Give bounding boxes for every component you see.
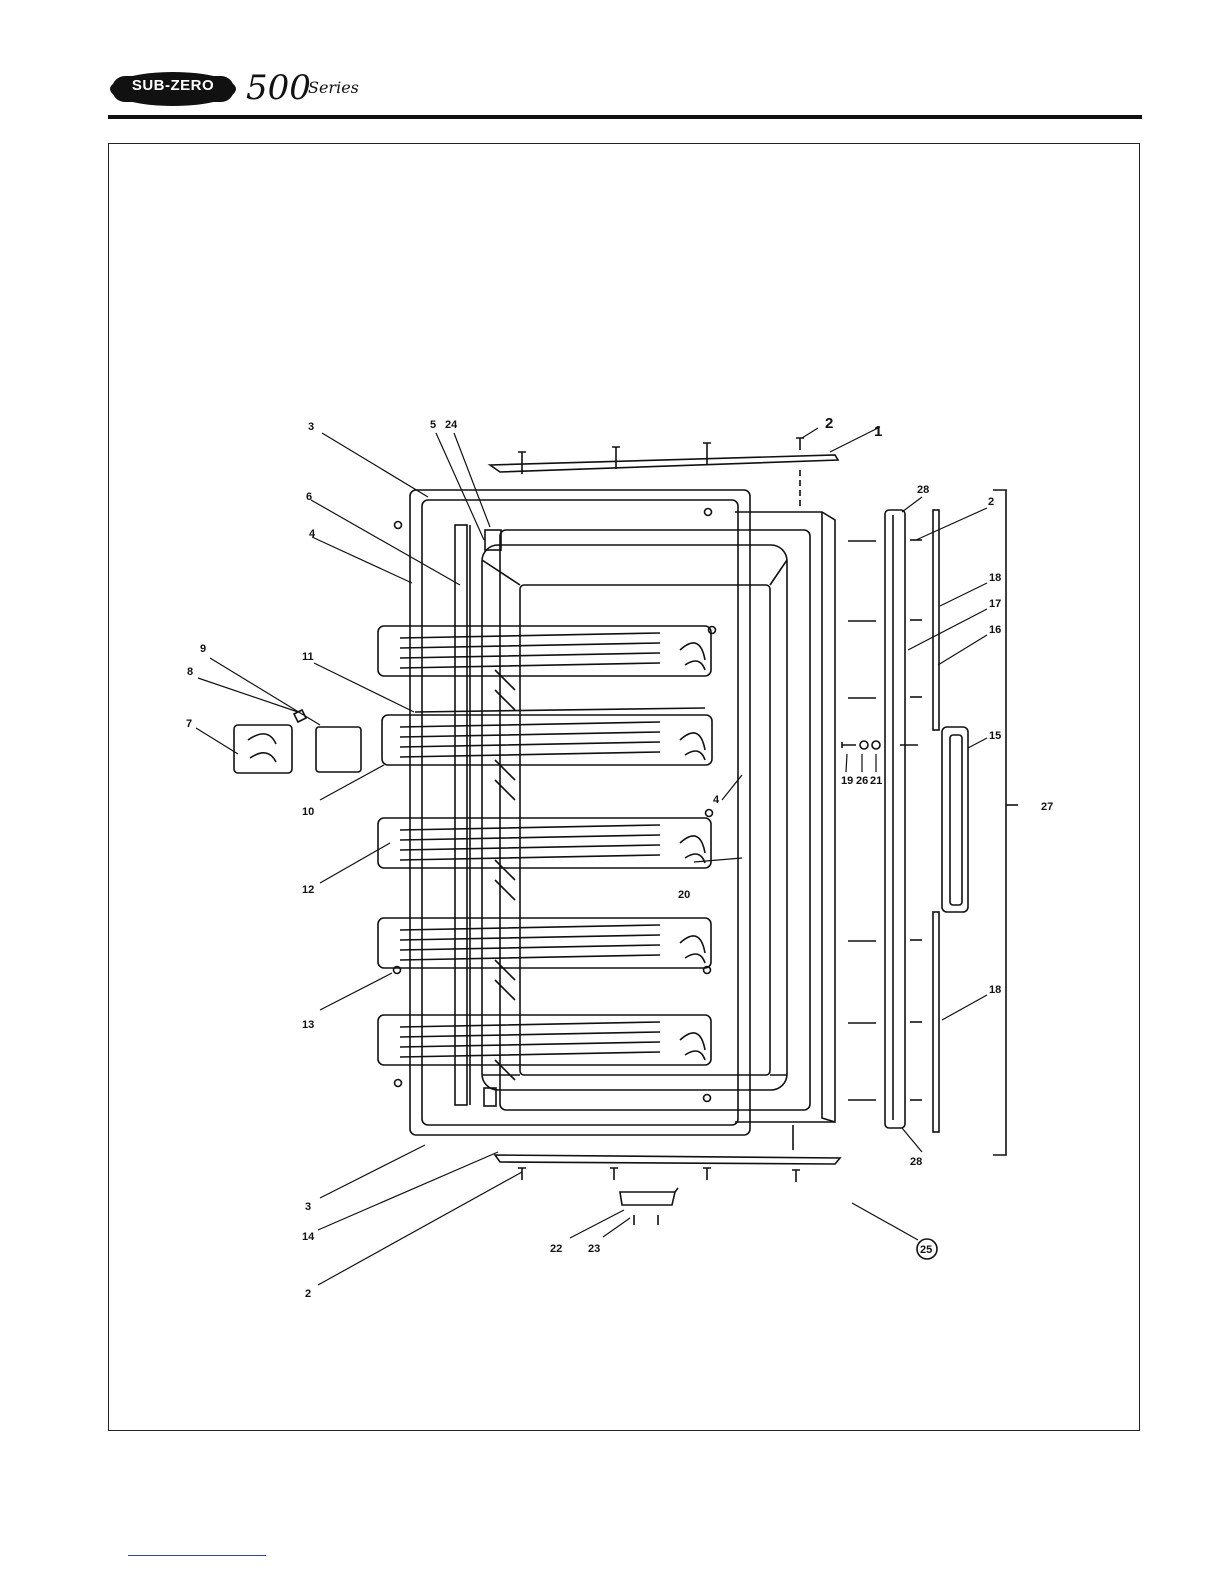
hinge-pin [842, 742, 856, 748]
hinge-dashes [848, 541, 918, 1100]
callout-2-right: 2 [988, 496, 994, 508]
shelf-end-bracket [316, 727, 361, 772]
callout-23: 23 [588, 1243, 600, 1255]
callout-3-top: 3 [308, 421, 314, 433]
callout-12: 12 [302, 884, 314, 896]
door-shelf-3 [378, 818, 711, 868]
callout-10: 10 [302, 806, 314, 818]
callout-27: 27 [1041, 801, 1053, 813]
handle-plate-top [933, 510, 939, 730]
footer-link-underline[interactable] [128, 1555, 266, 1556]
callout-21: 21 [870, 775, 882, 787]
assembly-bracket [993, 490, 1006, 1155]
callout-2-bottom: 2 [305, 1288, 311, 1300]
bottom-bracket [484, 1088, 496, 1106]
callout-13: 13 [302, 1019, 314, 1031]
callout-24: 24 [445, 419, 458, 431]
callout-20: 20 [678, 889, 690, 901]
callout-2-top: 2 [825, 415, 833, 432]
bottom-cover [620, 1192, 675, 1205]
door-gasket-outer [410, 490, 750, 1135]
hinge-strip [885, 510, 905, 1128]
callout-8: 8 [187, 666, 193, 678]
door-shelf-2 [382, 715, 712, 765]
callout-18-bottom: 18 [989, 984, 1001, 996]
callout-28-top: 28 [917, 484, 929, 496]
left-rail [455, 525, 467, 1105]
shelf-end-cap [234, 725, 292, 773]
callout-11: 11 [302, 651, 314, 663]
door-handle [942, 727, 968, 912]
hinge-bushing [872, 741, 880, 749]
shelf-supports [495, 670, 515, 1080]
callout-1: 1 [874, 423, 882, 440]
top-screws [518, 438, 804, 474]
callout-7: 7 [186, 718, 192, 730]
callout-18-top: 18 [989, 572, 1001, 584]
bottom-trim-strip [495, 1155, 840, 1164]
callout-26: 26 [856, 775, 868, 787]
top-bracket [485, 530, 501, 550]
callout-17: 17 [989, 598, 1001, 610]
callout-25: 25 [920, 1244, 932, 1256]
callout-19: 19 [841, 775, 853, 787]
callout-3-bottom: 3 [305, 1201, 311, 1213]
callout-6: 6 [306, 491, 312, 503]
door-shelf-1 [378, 626, 711, 676]
shelf-bar [415, 708, 705, 712]
door-shelf-5 [378, 1015, 711, 1065]
handle-plate-bottom [933, 912, 939, 1132]
door-shelf-4 [378, 918, 711, 968]
door-plugs [394, 509, 716, 1102]
callout-9: 9 [200, 643, 206, 655]
callout-4-left: 4 [309, 528, 316, 540]
callout-14: 14 [302, 1231, 315, 1243]
hinge-screws [910, 540, 922, 1100]
callout-labels: 1 2 3 5 24 6 4 9 8 11 7 10 4 12 20 13 3 … [186, 415, 1053, 1300]
callout-15: 15 [989, 730, 1001, 742]
bottom-screws [518, 1168, 800, 1182]
callout-4-mid: 4 [713, 794, 720, 806]
callout-5: 5 [430, 419, 436, 431]
callout-16: 16 [989, 624, 1001, 636]
hinge-washer [860, 741, 868, 749]
top-trim-strip [490, 455, 838, 472]
callout-28-bottom: 28 [910, 1156, 922, 1168]
callout-22: 22 [550, 1243, 562, 1255]
